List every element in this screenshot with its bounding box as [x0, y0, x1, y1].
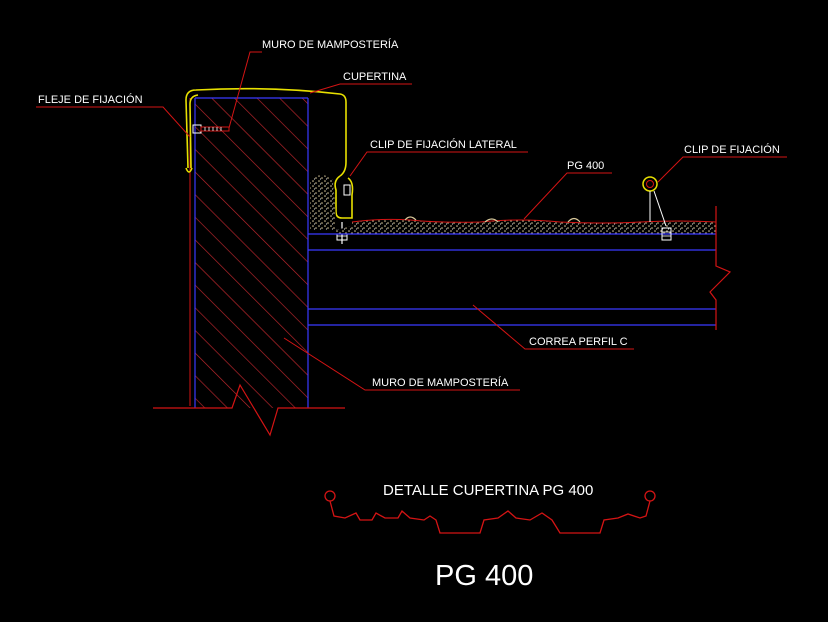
- label-fleje: FLEJE DE FIJACIÓN: [38, 93, 143, 106]
- lateral-clip: [336, 184, 351, 244]
- insulation-fill-wall: [310, 175, 336, 230]
- roof-insulation: [336, 216, 717, 234]
- masonry-wall: [189, 97, 309, 408]
- deck-beam: [308, 233, 716, 326]
- coping-cap: [185, 87, 354, 219]
- label-correa: CORREA PERFIL C: [529, 336, 628, 348]
- label-muro-bottom: MURO DE MAMPOSTERÍA: [372, 376, 509, 389]
- label-clip-lateral: CLIP DE FIJACIÓN LATERAL: [370, 138, 517, 151]
- leader-correa: [472, 304, 634, 350]
- pg400-profile: [324, 490, 656, 534]
- fixing-clip: [642, 176, 672, 241]
- leader-cupertina: [309, 83, 412, 94]
- leader-clip: [657, 156, 787, 183]
- strap-screw: [192, 124, 230, 134]
- leader-pg400: [523, 172, 612, 220]
- leader-fleje: [36, 106, 191, 138]
- label-pg400: PG 400: [567, 160, 604, 172]
- detail-title: DETALLE CUPERTINA PG 400: [383, 482, 593, 499]
- leader-clip-lateral: [349, 151, 528, 177]
- deck-break-line: [709, 206, 732, 330]
- leader-lines: [36, 51, 787, 391]
- leader-muro-bottom: [283, 337, 520, 391]
- label-muro-top: MURO DE MAMPOSTERÍA: [262, 38, 399, 51]
- profile-title: PG 400: [435, 560, 533, 592]
- label-cupertina: CUPERTINA: [343, 71, 407, 83]
- leader-muro-top: [228, 51, 262, 129]
- label-clip: CLIP DE FIJACIÓN: [684, 143, 780, 156]
- wall-break-line: [153, 383, 345, 437]
